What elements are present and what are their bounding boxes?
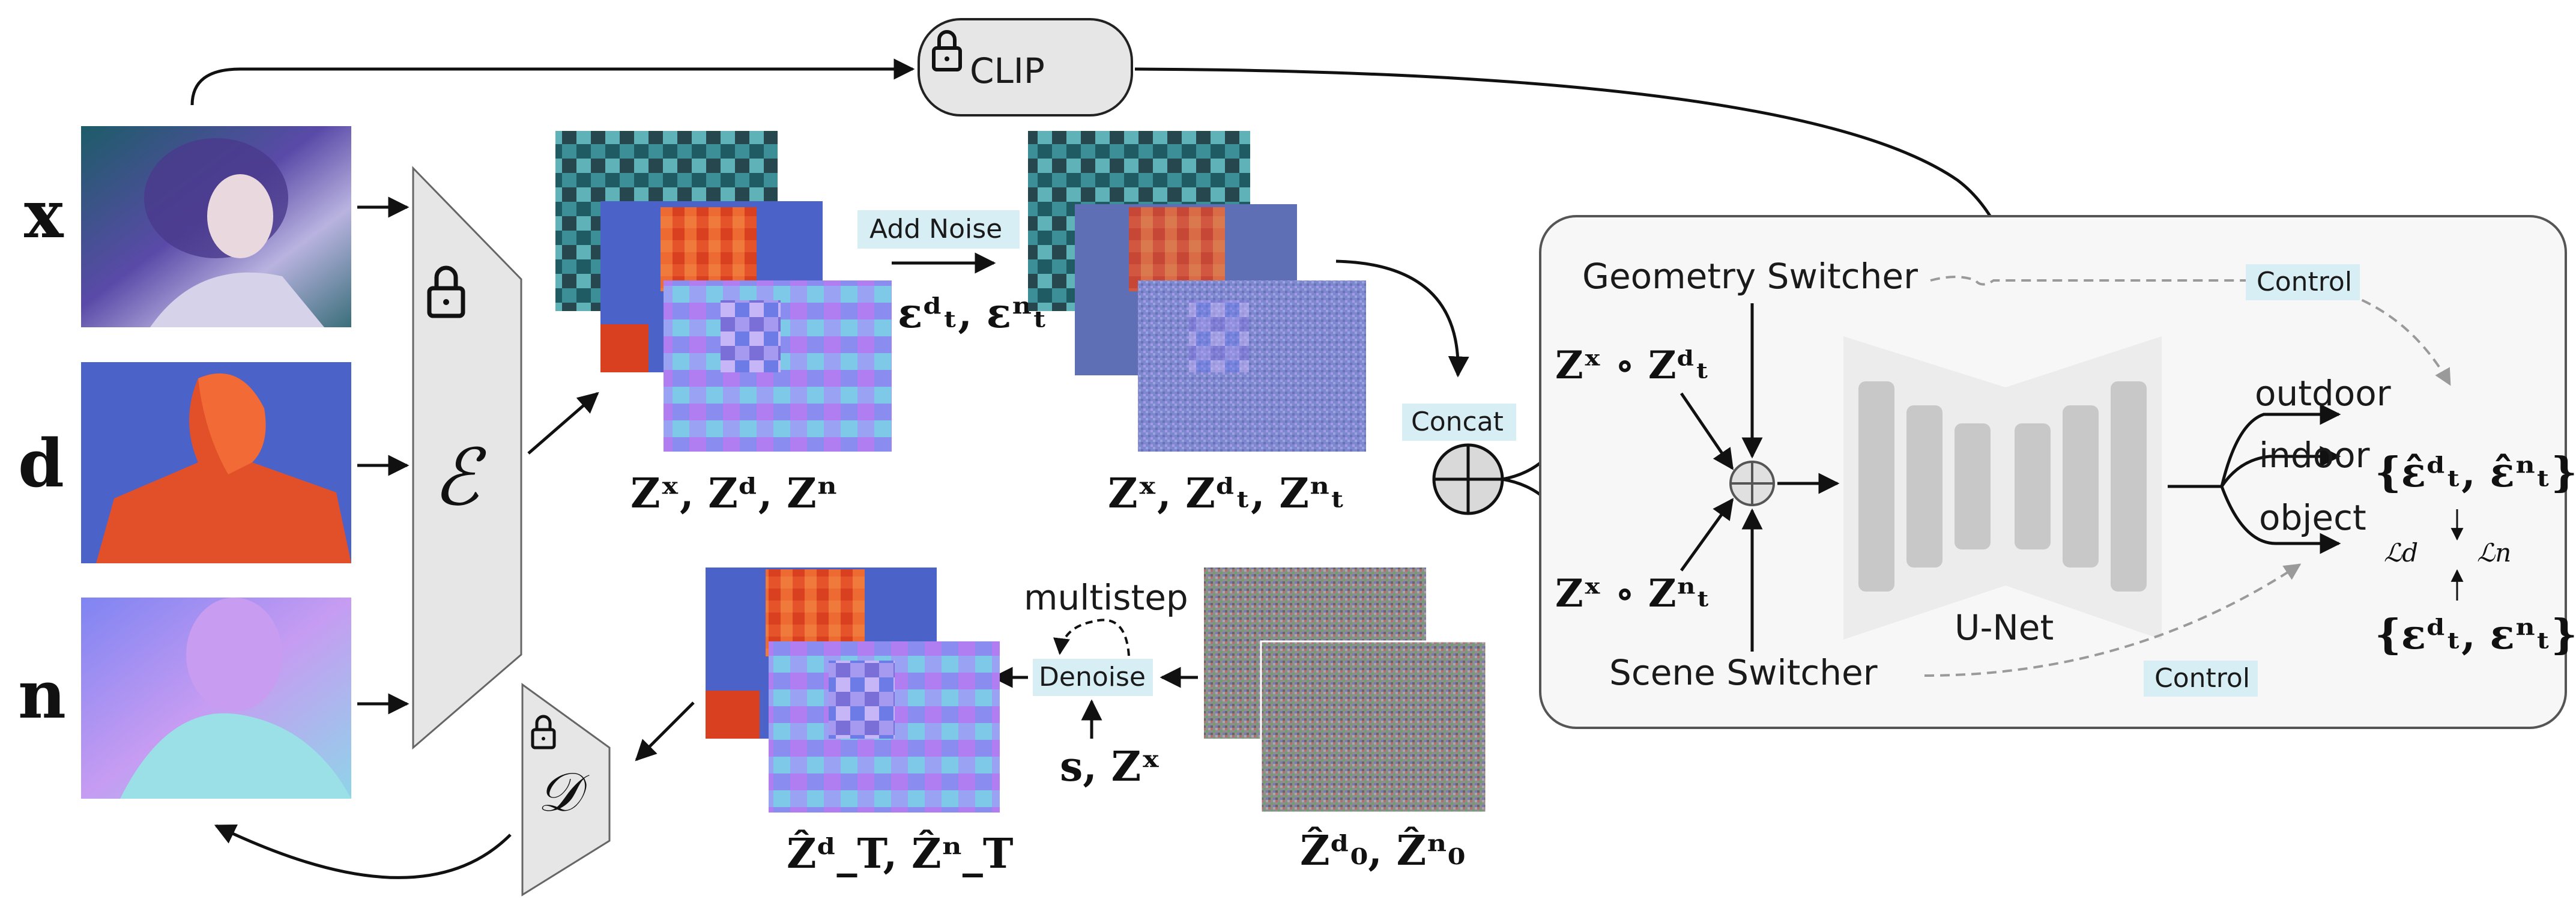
- denoise-condition-label: s, Zˣ: [1060, 743, 1161, 791]
- denoise-badge: Denoise: [1033, 659, 1153, 696]
- clip-label: CLIP: [970, 50, 1045, 91]
- lock-icon-decoder: [531, 715, 556, 749]
- multistep-loop-arrow: [1053, 619, 1130, 656]
- arrow-noisy-to-concat: [1335, 259, 1469, 378]
- arrow-output-object: [2220, 486, 2341, 554]
- control-badge-top: Control: [2246, 264, 2360, 300]
- lock-icon-encoder: [427, 265, 465, 318]
- input-label-x: x: [24, 175, 64, 253]
- arrow-output-outdoor: [2220, 404, 2341, 487]
- initial-noise-label: Ẑᵈ₀, Ẑⁿ₀: [1300, 827, 1465, 875]
- encoder-symbol: ℰ: [432, 432, 486, 523]
- control-path-top: [1930, 276, 2451, 386]
- input-image-rgb: [81, 126, 351, 327]
- output-label-outdoor: outdoor: [2255, 373, 2391, 414]
- ground-truth-label: {εᵈₜ, εⁿₜ}: [2375, 611, 2576, 659]
- svg-text:Concat: Concat: [1411, 407, 1504, 437]
- input-label-n: n: [18, 656, 66, 733]
- arrow-input-to-clip: [190, 58, 915, 106]
- svg-text:Denoise: Denoise: [1039, 662, 1146, 692]
- arrow-branch-n-to-node: [1680, 498, 1734, 572]
- control-badge-bottom: Control: [2144, 661, 2258, 697]
- svg-text:Control: Control: [2257, 267, 2352, 297]
- unet-label: U-Net: [1955, 607, 2054, 648]
- concat-plus-icon: [1432, 443, 1504, 515]
- arrow-denoised-to-decoder: [635, 701, 695, 761]
- arrow-branch-d-to-node: [1680, 392, 1734, 470]
- encoder-block: [412, 166, 522, 750]
- arrow-output-indoor: [2220, 446, 2341, 488]
- multistep-label: multistep: [1024, 577, 1188, 618]
- input-image-depth: [81, 362, 351, 563]
- svg-text:Add Noise: Add Noise: [869, 214, 1002, 244]
- unet-block: [1843, 336, 2162, 640]
- noisy-latent-stack: [1028, 131, 1366, 452]
- geometry-switcher-label: Geometry Switcher: [1582, 256, 1918, 297]
- noise-epsilon-label: εᵈₜ, εⁿₜ: [898, 289, 1048, 337]
- concat-badge: Concat: [1402, 404, 1516, 441]
- loss-d-label: ℒd: [2384, 538, 2418, 568]
- lock-icon-clip: [932, 30, 962, 71]
- encoded-latent-stack: [555, 131, 892, 452]
- arrow-decoder-to-outputs: [214, 824, 512, 879]
- noisy-latent-label: Zˣ, Zᵈₜ, Zⁿₜ: [1108, 470, 1345, 518]
- encoded-latent-label: Zˣ, Zᵈ, Zⁿ: [630, 470, 838, 518]
- scene-switcher-label: Scene Switcher: [1609, 652, 1878, 693]
- prediction-label: {ε̂ᵈₜ, ε̂ⁿₜ}: [2375, 449, 2576, 497]
- switch-node-icon: [1729, 461, 1775, 506]
- arrow-encoder-to-latents: [527, 392, 599, 455]
- input-label-d: d: [18, 425, 64, 502]
- svg-text:Control: Control: [2154, 663, 2250, 694]
- branch-n-label: Zˣ ∘ Zⁿₜ: [1555, 571, 1711, 616]
- loss-n-label: ℒn: [2477, 538, 2511, 568]
- input-image-normal: [81, 598, 351, 799]
- initial-noise-stack: [1204, 568, 1487, 814]
- denoised-latent-label: Ẑᵈ_T, Ẑⁿ_T: [787, 830, 1014, 878]
- clip-block: [918, 18, 1133, 117]
- branch-d-label: Zˣ ∘ Zᵈₜ: [1555, 343, 1710, 388]
- add-noise-badge: Add Noise: [857, 210, 1020, 249]
- denoised-latent-stack: [706, 568, 1000, 813]
- output-label-object: object: [2259, 497, 2366, 538]
- output-label-indoor: indoor: [2259, 435, 2370, 476]
